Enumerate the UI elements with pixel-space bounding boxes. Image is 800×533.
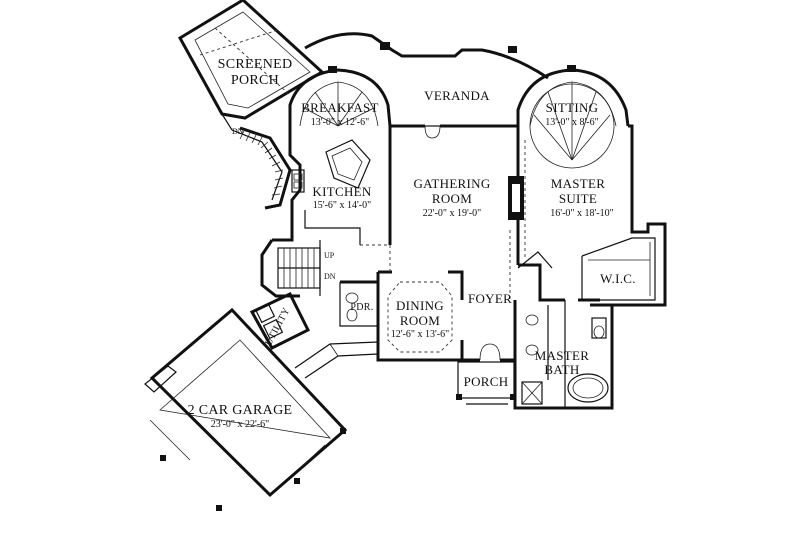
utility-room [249, 292, 311, 350]
garage [144, 307, 348, 511]
dining-room-label-2: ROOM [400, 313, 440, 328]
room-labels: SCREENED PORCH BREAKFAST 13'-0" x 12'-6"… [188, 57, 636, 430]
veranda-area [304, 32, 549, 80]
breakfast-dimensions: 13'-0" x 12'-6" [311, 117, 369, 128]
wic-label: W.I.C. [600, 271, 636, 286]
sitting-dimensions: 13'-0" x 8'-6" [545, 117, 598, 128]
dining-room-dimensions: 12'-6" x 13'-6" [391, 329, 449, 340]
exterior-walls [272, 124, 667, 410]
foyer-label: FOYER [468, 291, 512, 306]
covered-walkway [294, 341, 379, 379]
powder-room [339, 280, 378, 327]
breakfast-label: BREAKFAST [301, 100, 379, 115]
stairs-up-label: UP [324, 251, 335, 260]
dining-room-label-1: DINING [396, 298, 444, 313]
deck-stairs [231, 126, 292, 210]
screened-porch-label-2: PORCH [231, 73, 279, 88]
main-stairs [260, 239, 321, 298]
master-suite-label-1: MASTER [551, 176, 606, 191]
master-suite-label-2: SUITE [559, 191, 597, 206]
veranda-label: VERANDA [424, 88, 490, 103]
sitting-label: SITTING [546, 100, 599, 115]
porch-label: PORCH [464, 374, 509, 389]
deck-stairs-down-label: DN [232, 127, 244, 136]
powder-room-label: PDR. [350, 302, 373, 313]
gathering-room-label-1: GATHERING [413, 176, 490, 191]
kitchen-dimensions: 15'-6" x 14'-0" [313, 200, 371, 211]
gathering-room-label-2: ROOM [432, 191, 472, 206]
sitting-bay [516, 65, 630, 169]
screened-porch-label-1: SCREENED [218, 57, 293, 72]
master-suite-dimensions: 16'-0" x 18'-10" [550, 208, 613, 219]
gathering-room-dimensions: 22'-0" x 19'-0" [423, 208, 481, 219]
screened-porch-area [177, 0, 325, 131]
garage-dimensions: 23'-0" x 22'-6" [211, 419, 269, 430]
breakfast-bay [288, 66, 392, 127]
garage-label: 2 CAR GARAGE [188, 403, 293, 418]
master-bath-label-1: MASTER [535, 348, 590, 363]
master-bath-label-2: BATH [544, 362, 579, 377]
stairs-down-label: DN [324, 272, 336, 281]
kitchen-label: KITCHEN [312, 184, 371, 199]
